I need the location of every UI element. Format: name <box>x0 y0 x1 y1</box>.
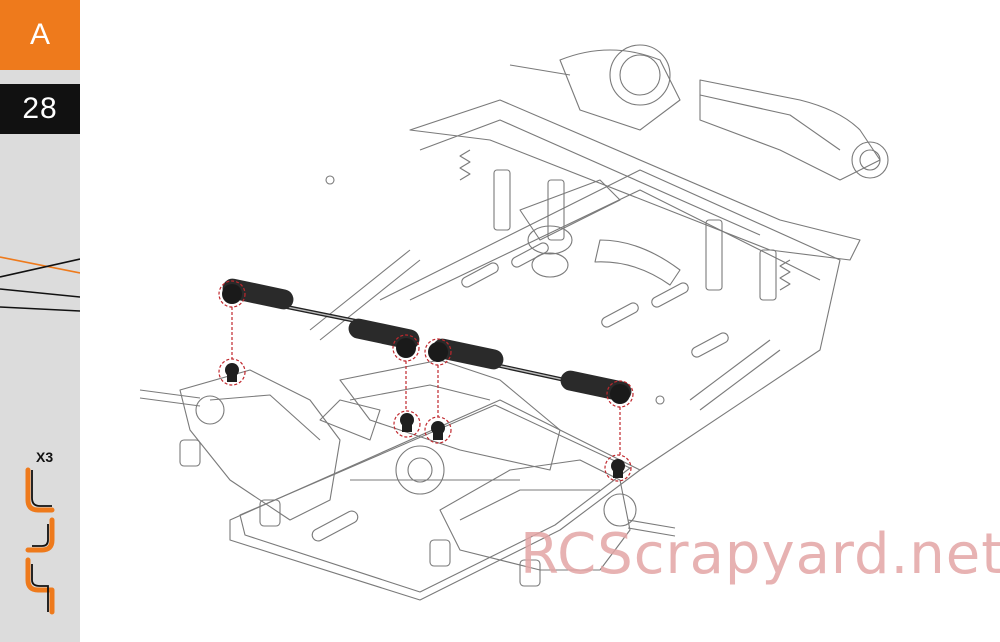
brand-logo-text: X3 <box>36 449 53 465</box>
brand-logo: X3 <box>25 449 55 615</box>
watermark: RCScrapyard.net <box>520 522 1000 587</box>
section-tab: A <box>0 0 80 70</box>
steering-link-right <box>428 338 632 404</box>
section-letter: A <box>29 18 50 51</box>
callout-markers <box>218 280 634 482</box>
step-number-box: 28 <box>0 84 80 134</box>
sidebar: A 28 X3 <box>0 0 80 642</box>
steering-link-left <box>222 278 420 358</box>
step-number: 28 <box>22 92 58 125</box>
assembly-diagram <box>139 44 889 601</box>
sidebar-decor-lines <box>0 256 80 312</box>
ball-studs <box>225 363 625 478</box>
